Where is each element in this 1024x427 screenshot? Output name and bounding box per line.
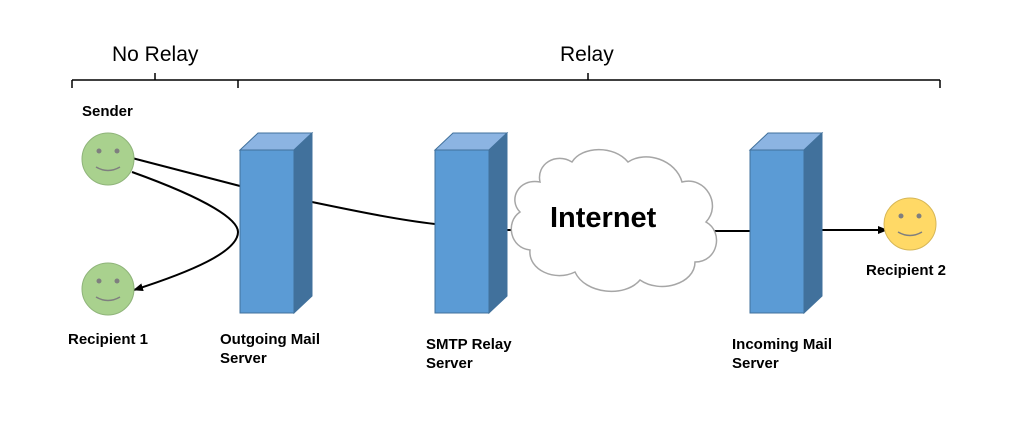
incoming-server-label-line2: Server	[732, 355, 779, 372]
outgoing-server-label-line2: Server	[220, 350, 267, 367]
outgoing-server-label-line1: Outgoing Mail	[220, 331, 320, 348]
internet-cloud-icon	[510, 148, 718, 293]
recipient2-label: Recipient 2	[866, 262, 947, 279]
segment-bracket	[71, 73, 941, 88]
smtp-relay-label-line1: SMTP Relay	[426, 336, 512, 353]
outgoing-server-icon	[238, 131, 314, 315]
incoming-server-label-line1: Incoming Mail	[732, 336, 833, 353]
internet-label: Internet	[550, 202, 657, 234]
recipient1-smiley-icon	[81, 262, 135, 316]
smtp-relay-label-line2: Server	[426, 355, 473, 372]
relay-label: Relay	[560, 43, 614, 66]
sender-smiley-icon	[81, 132, 135, 186]
recipient1-label: Recipient 1	[68, 331, 149, 348]
incoming-server-icon	[748, 131, 824, 315]
recipient2-smiley-icon	[883, 197, 937, 251]
outgoing-to-relay-line	[311, 201, 436, 225]
sender-to-recipient1-arrow	[131, 171, 240, 292]
sender-to-outgoing-line	[131, 157, 241, 187]
smtp-relay-server-icon	[433, 131, 509, 315]
no-relay-label: No Relay	[112, 43, 199, 66]
sender-label: Sender	[82, 103, 133, 120]
